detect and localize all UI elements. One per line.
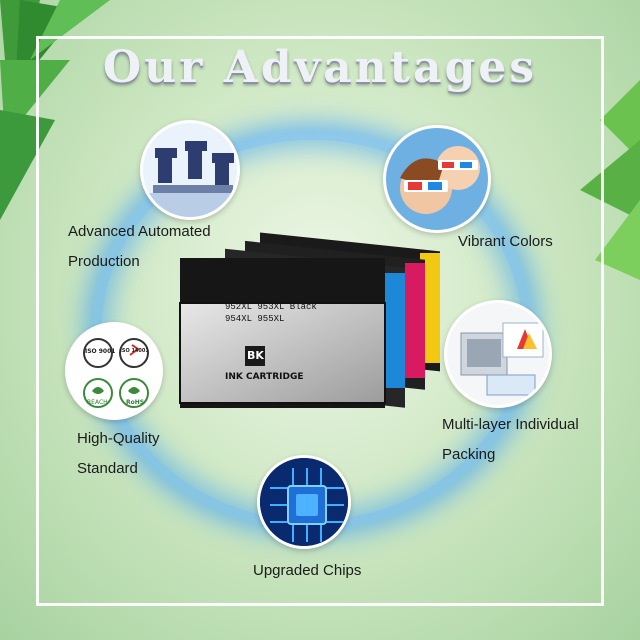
cartridge-model-line1: 952XL 953XL Black [225,302,317,312]
palm-leaf-top-right [580,80,640,280]
robot-arm-icon [143,141,237,217]
chip-image [257,455,351,549]
cartridge-model-line2: 954XL 955XL [225,314,285,324]
page-title: Our Advantages [102,42,538,93]
feature-label-automated: Advanced Automated Production [68,223,211,270]
feature-label-chips: Upgraded Chips [253,562,362,579]
microchip-icon [260,458,348,546]
smiling-kids-icon [400,146,480,214]
kids-3d-glasses-image [383,125,491,233]
cartridge-label: INK CARTRIDGE [225,372,304,382]
cert-iso9001: ISO 9001 [85,348,116,355]
cert-iso14001: ISO 14001 [120,348,149,354]
cert-rohs: RoHS [126,399,145,406]
feature-label-quality: High-Quality Standard [77,430,160,477]
certification-badges: ISO 9001 ISO 14001 REACH RoHS [65,322,163,420]
packaging-image [444,300,552,408]
cartridge-color-code: BK [247,349,264,362]
robot-arms-image [140,120,240,220]
cert-reach: REACH [87,399,108,406]
feature-label-packing: Multi-layer Individual Packing [442,416,579,463]
white-frame [36,36,604,606]
palm-leaf-top-left [0,0,110,220]
package-box-icon [460,322,544,396]
feature-label-vibrant: Vibrant Colors [458,233,553,250]
ink-cartridge-set [179,232,440,408]
certificate-icon [83,338,149,408]
